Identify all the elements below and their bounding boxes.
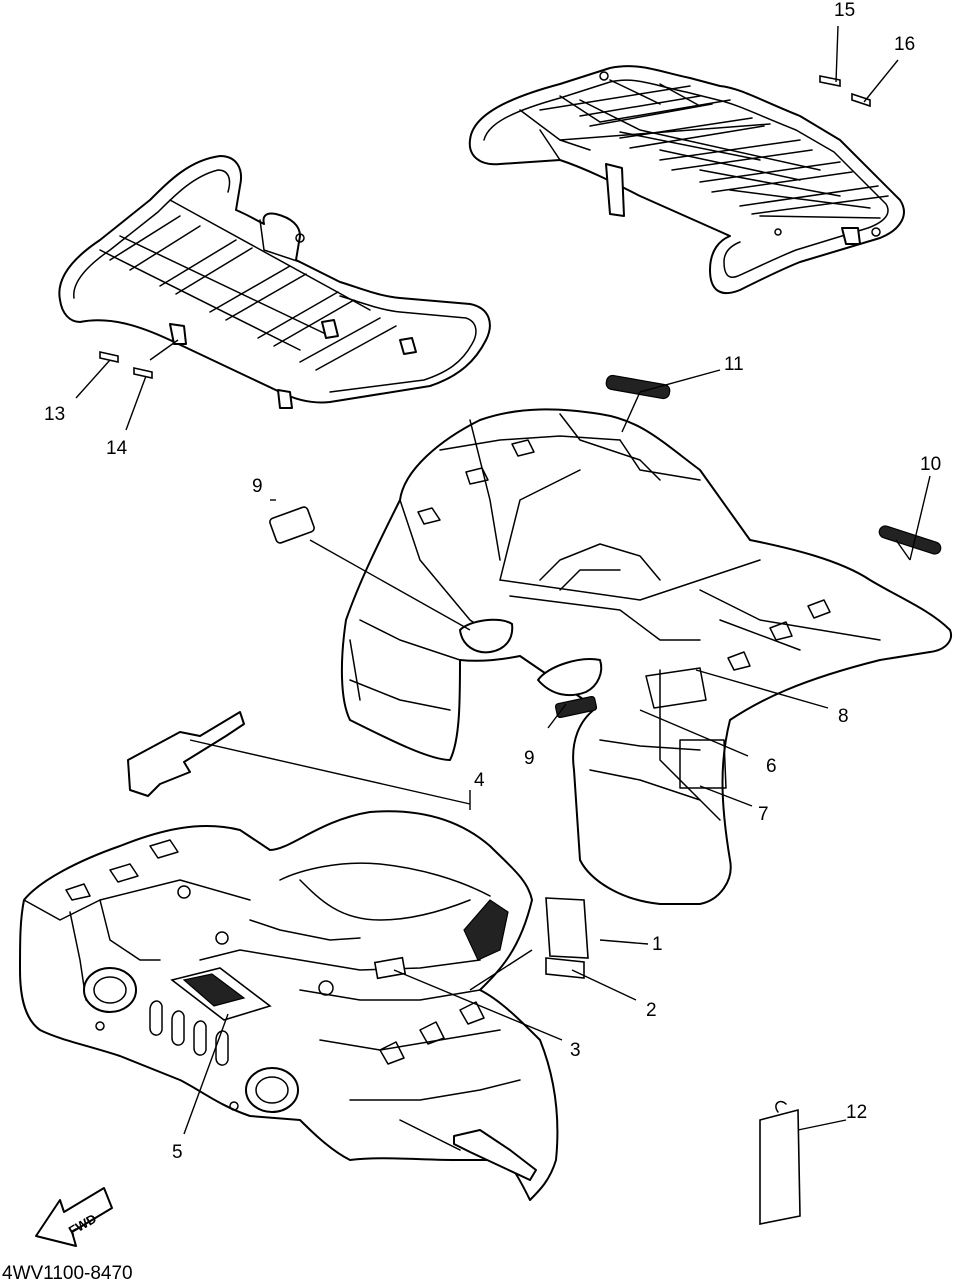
callout-12: 12	[846, 1102, 867, 1123]
callout-11: 11	[724, 354, 744, 375]
forward-arrow-icon	[35, 1187, 113, 1247]
forward-arrow: FWD	[35, 1187, 113, 1247]
callout-13: 13	[44, 404, 65, 425]
decal-15-label	[819, 75, 841, 87]
decal-11-strip	[605, 374, 671, 400]
decal-2-sheet	[545, 957, 585, 979]
loose-decals	[99, 75, 942, 1225]
callout-15: 15	[834, 0, 855, 21]
callout-4: 4	[474, 770, 485, 791]
decal-14-label	[133, 367, 153, 379]
rear-fender	[340, 408, 952, 905]
callout-numbers: 1 2 3 4 5 6 7 8 9 9 10 11 12 13 14 15 16	[44, 0, 941, 1163]
callout-5: 5	[172, 1142, 183, 1163]
leader-lines	[75, 25, 931, 1135]
decal-13-label	[99, 351, 119, 363]
front-carrier	[58, 155, 491, 409]
front-fender	[19, 810, 559, 1201]
callout-6: 6	[766, 756, 777, 777]
callout-2: 2	[646, 1000, 657, 1021]
decal-16-label	[851, 92, 871, 108]
rear-carrier	[468, 65, 905, 295]
callout-3: 3	[570, 1040, 581, 1061]
decal-4-sheet	[127, 711, 245, 797]
decal-1-sheet	[545, 897, 589, 959]
callout-16: 16	[894, 34, 915, 55]
callout-9b: 9	[524, 748, 535, 769]
diagram-code: 4WV1100-8470	[2, 1263, 133, 1281]
callout-14: 14	[106, 438, 128, 459]
callout-8: 8	[838, 706, 849, 727]
callout-1: 1	[652, 934, 663, 955]
decal-9-card	[269, 506, 315, 544]
decal-10-strip	[878, 525, 942, 555]
callout-10: 10	[920, 454, 941, 475]
callout-7: 7	[758, 804, 769, 825]
callout-9a: 9	[252, 476, 263, 497]
decal-12-tag	[759, 1108, 801, 1225]
